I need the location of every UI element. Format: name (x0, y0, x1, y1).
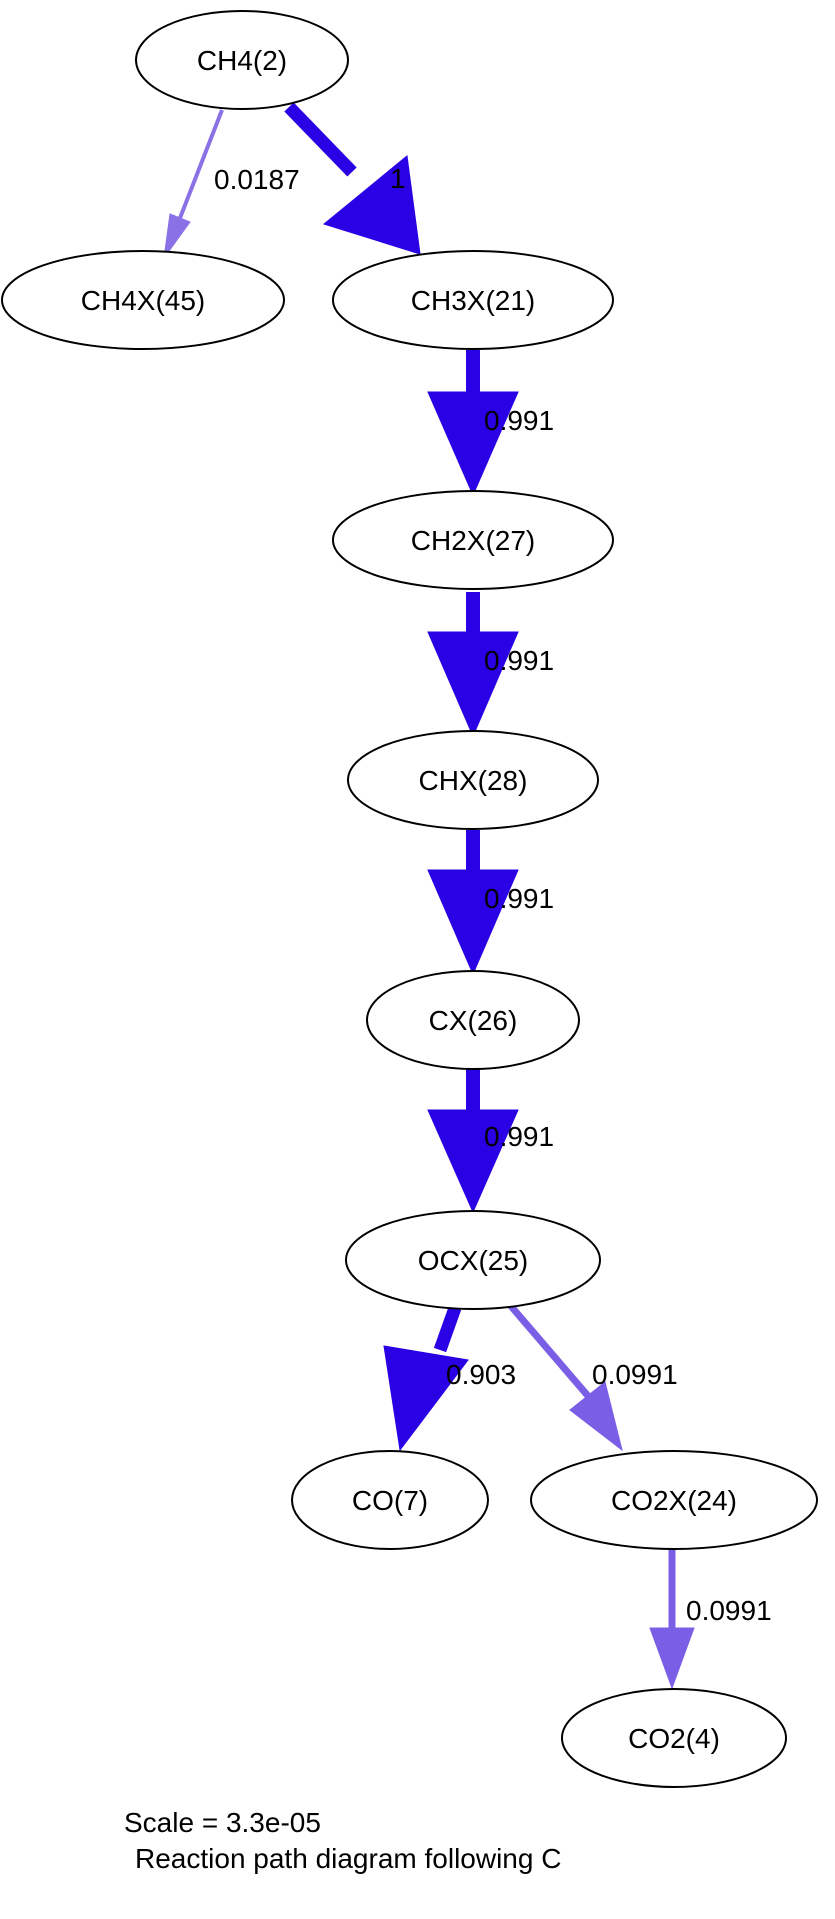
edge-arrowhead (427, 391, 519, 497)
node-ch2x: CH2X(27) (332, 490, 614, 590)
edge-arrowhead (649, 1627, 695, 1690)
edge-arrowhead (569, 1381, 623, 1452)
node-chx: CHX(28) (347, 730, 599, 830)
scale-caption: Scale = 3.3e-05 (124, 1807, 321, 1838)
edge-arrowhead (163, 213, 191, 259)
node-ellipse (332, 250, 614, 350)
edge-label: 0.991 (484, 1121, 554, 1152)
node-ellipse (530, 1450, 818, 1550)
node-label: CH3X(21) (411, 285, 535, 316)
node-label: CX(26) (429, 1005, 518, 1036)
node-ellipse (345, 1210, 601, 1310)
node-ellipse (561, 1688, 787, 1788)
edge-label: 0.0991 (686, 1595, 772, 1626)
node-ch3x: CH3X(21) (332, 250, 614, 350)
node-ch4: CH4(2) (135, 10, 349, 110)
node-ch4x: CH4X(45) (1, 250, 285, 350)
node-ocx: OCX(25) (345, 1210, 601, 1310)
edge-line (284, 102, 357, 177)
edge-arrowhead (427, 869, 519, 976)
node-label: CO2(4) (628, 1723, 720, 1754)
edge-cx-ocx: 0.991 (427, 1068, 554, 1214)
edge-chx-cx: 0.991 (427, 830, 554, 976)
node-co2: CO2(4) (561, 1688, 787, 1788)
edge-arrowhead (427, 631, 519, 738)
edge-label: 1 (390, 163, 406, 194)
edge-ocx-co2x: 0.0991 (507, 1302, 678, 1452)
node-label: OCX(25) (418, 1245, 528, 1276)
edge-ch4-ch4x: 0.0187 (163, 109, 300, 259)
edge-arrowhead (322, 155, 421, 255)
edge-arrowhead (383, 1345, 469, 1452)
node-ellipse (135, 10, 349, 110)
edge-label: 0.903 (446, 1359, 516, 1390)
edge-label: 0.0187 (214, 164, 300, 195)
edge-label: 0.991 (484, 645, 554, 676)
edge-ch4-ch3x: 1 (284, 102, 421, 255)
node-ellipse (347, 730, 599, 830)
node-ellipse (1, 250, 285, 350)
node-co: CO(7) (291, 1450, 489, 1550)
node-label: CH4X(45) (81, 285, 205, 316)
edge-arrowhead (427, 1109, 519, 1214)
node-label: CHX(28) (419, 765, 528, 796)
node-cx: CX(26) (366, 970, 580, 1070)
node-label: CH2X(27) (411, 525, 535, 556)
node-co2x: CO2X(24) (530, 1450, 818, 1550)
edge-label: 0.991 (484, 405, 554, 436)
node-ellipse (291, 1450, 489, 1550)
node-label: CO(7) (352, 1485, 428, 1516)
node-ellipse (332, 490, 614, 590)
node-ellipse (366, 970, 580, 1070)
edge-line (178, 109, 224, 219)
edge-ch3x-ch2x: 0.991 (427, 350, 554, 497)
node-label: CH4(2) (197, 45, 287, 76)
node-label: CO2X(24) (611, 1485, 737, 1516)
edge-co2x-co2: 0.0991 (649, 1545, 772, 1690)
edge-label: 0.991 (484, 883, 554, 914)
edge-label: 0.0991 (592, 1359, 678, 1390)
edge-line (433, 1305, 462, 1353)
edge-ocx-co: 0.903 (383, 1305, 516, 1452)
diagram-caption: Reaction path diagram following C (135, 1843, 561, 1874)
edge-ch2x-chx: 0.991 (427, 592, 554, 738)
edge-line (507, 1302, 591, 1399)
